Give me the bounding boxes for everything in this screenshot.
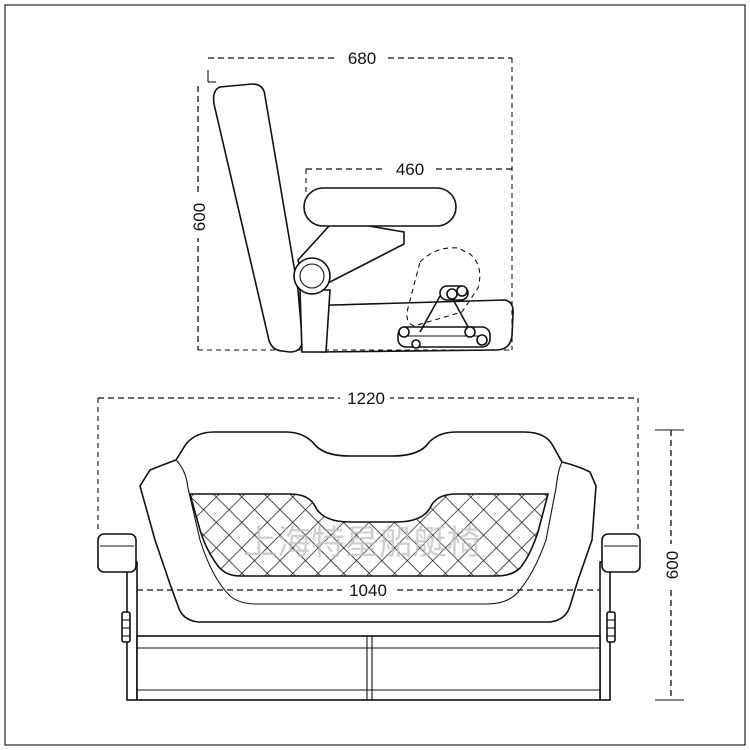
front-right-leg [599,561,616,701]
slide-bolt-left [398,326,410,338]
dim-total-depth-label: 680 [348,49,376,68]
dim-side-height-label: 600 [190,203,209,231]
dim-front-height: 600 [655,429,684,701]
dim-total-width-label: 1220 [347,389,385,408]
dim-seat-depth: 460 [305,158,512,196]
front-view: 1220 600 [97,388,684,701]
side-backrest [212,83,304,353]
dim-seat-width: 1040 [137,580,600,600]
dim-total-width: 1220 [97,388,639,532]
drawing-border [4,4,746,746]
watermark-text: 上海特星船艇椅 [243,523,481,563]
dim-side-height: 600 [189,86,512,351]
front-quilted-cushion [188,493,550,577]
slide-bolt-right [476,334,488,346]
dim-total-depth: 680 [207,46,513,350]
front-right-armrest [601,533,641,573]
side-pivot-inner [299,263,325,289]
dim-seat-depth-label: 460 [396,160,424,179]
front-left-armrest [97,533,137,573]
side-pivot-post [299,289,331,353]
side-view: 680 460 600 [189,46,514,353]
dim-front-height-label: 600 [663,551,682,579]
side-slide-mechanism [397,285,491,349]
front-seat-inner-line [175,459,563,605]
base-box [136,635,601,701]
side-armrest [303,187,457,227]
front-base [136,635,601,701]
side-pivot-cylinder [293,257,331,295]
side-folded-outline [406,247,481,327]
front-left-leg [121,561,138,701]
dim-seat-width-label: 1040 [349,581,387,600]
